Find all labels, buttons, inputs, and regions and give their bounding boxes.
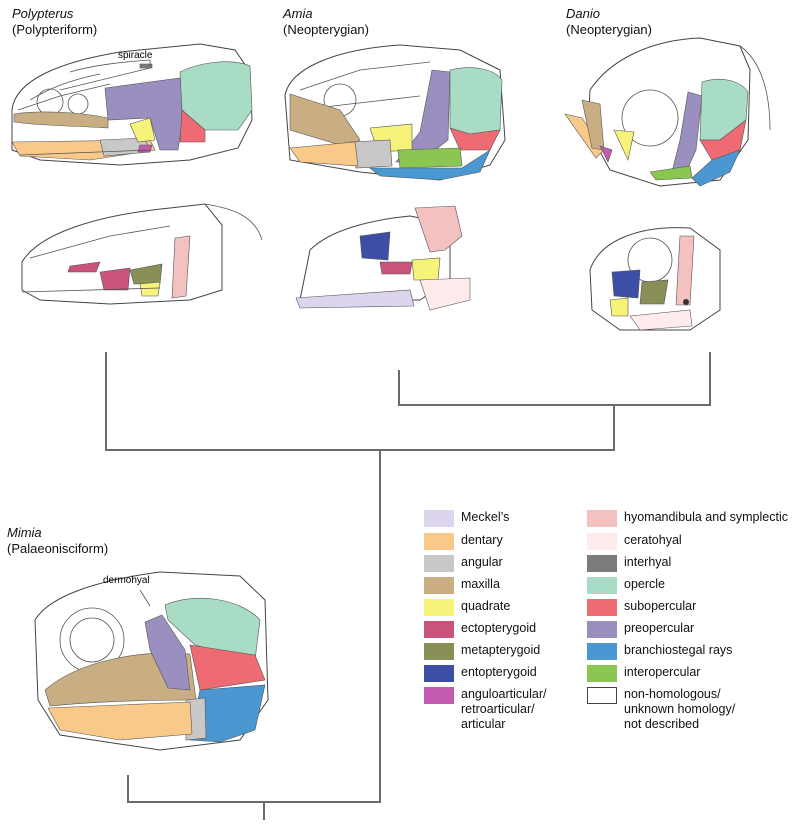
legend-item-meckels: Meckel’s: [424, 510, 509, 527]
polypterus-lateral-skull: [11, 43, 253, 166]
legend-swatch: [587, 533, 617, 550]
legend-item-angular: angular: [424, 555, 503, 572]
taxon-danio: Danio (Neopterygian): [566, 6, 652, 38]
legend-item-entopterygoid: entopterygoid: [424, 665, 537, 682]
legend-swatch: [587, 687, 617, 704]
taxon-polypterus: Polypterus (Polypteriform): [12, 6, 97, 38]
legend-label: interhyal: [624, 555, 672, 569]
genus-name: Mimia: [7, 525, 42, 540]
legend-label: subopercular: [624, 599, 697, 613]
legend-label: anguloarticular/ retroarticular/ articul…: [461, 687, 547, 731]
legend-swatch: [424, 665, 454, 682]
legend-swatch: [587, 510, 617, 527]
legend-swatch: [587, 665, 617, 682]
legend-label: interopercular: [624, 665, 701, 679]
legend-swatch: [424, 687, 454, 704]
legend-label: angular: [461, 555, 503, 569]
legend-label: dentary: [461, 533, 503, 547]
legend-label: quadrate: [461, 599, 511, 613]
dermohyal-label: dermohyal: [103, 575, 150, 586]
mimia-lateral-skull: [34, 571, 269, 751]
group-name: (Palaeonisciform): [7, 541, 109, 556]
legend-item-interhyal: interhyal: [587, 555, 671, 572]
legend-item-interopercular: interopercular: [587, 665, 700, 682]
legend-item-hyomandibula: hyomandibula and symplectic: [587, 510, 788, 527]
legend-swatch: [587, 599, 617, 616]
dermohyal-arrow: [139, 589, 151, 607]
group-name: (Neopterygian): [566, 22, 652, 37]
legend-swatch: [587, 643, 617, 660]
legend-swatch: [424, 621, 454, 638]
legend-label: branchiostegal rays: [624, 643, 733, 657]
genus-name: Polypterus: [12, 6, 74, 21]
legend-label: maxilla: [461, 577, 500, 591]
legend-swatch: [587, 555, 617, 572]
legend-item-maxilla: maxilla: [424, 577, 500, 594]
legend-label: preopercular: [624, 621, 695, 635]
legend-item-quadrate: quadrate: [424, 599, 510, 616]
legend-item-outline: non-homologous/ unknown homology/ not de…: [587, 687, 735, 732]
legend-item-metapterygoid: metapterygoid: [424, 643, 540, 660]
genus-name: Danio: [566, 6, 600, 21]
legend-label: Meckel’s: [461, 510, 510, 524]
legend-swatch: [587, 577, 617, 594]
legend-swatch: [424, 643, 454, 660]
danio-medial-skull: [589, 227, 721, 331]
legend-swatch: [424, 533, 454, 550]
legend-item-ectopterygoid: ectopterygoid: [424, 621, 536, 638]
legend-item-subopercular: subopercular: [587, 599, 696, 616]
legend-item-dentary: dentary: [424, 533, 503, 550]
legend-item-opercle: opercle: [587, 577, 665, 594]
group-name: (Polypteriform): [12, 22, 98, 37]
legend-swatch: [424, 555, 454, 572]
taxon-mimia: Mimia (Palaeonisciform): [7, 525, 108, 557]
legend-item-branchiostegal: branchiostegal rays: [587, 643, 732, 660]
legend-item-ceratohyal: ceratohyal: [587, 533, 682, 550]
legend-label: ceratohyal: [624, 533, 682, 547]
polypterus-medial-skull: [21, 203, 263, 305]
legend-label: entopterygoid: [461, 665, 537, 679]
danio-lateral-skull: [564, 37, 771, 187]
spiracle-label: spiracle: [118, 50, 153, 61]
legend-label: opercle: [624, 577, 665, 591]
taxon-amia: Amia (Neopterygian): [283, 6, 369, 38]
legend-swatch: [424, 577, 454, 594]
phylogeny-tree: [105, 352, 711, 820]
legend-swatch: [424, 599, 454, 616]
legend-item-preopercular: preopercular: [587, 621, 694, 638]
legend-item-anguloarticular: anguloarticular/ retroarticular/ articul…: [424, 687, 546, 732]
legend-swatch: [587, 621, 617, 638]
legend-label: metapterygoid: [461, 643, 541, 657]
amia-medial-skull: [295, 205, 471, 311]
legend-label: hyomandibula and symplectic: [624, 510, 788, 524]
legend-label: non-homologous/ unknown homology/ not de…: [624, 687, 736, 731]
genus-name: Amia: [283, 6, 313, 21]
amia-lateral-skull: [284, 44, 506, 181]
legend-swatch: [424, 510, 454, 527]
legend-label: ectopterygoid: [461, 621, 537, 635]
group-name: (Neopterygian): [283, 22, 369, 37]
